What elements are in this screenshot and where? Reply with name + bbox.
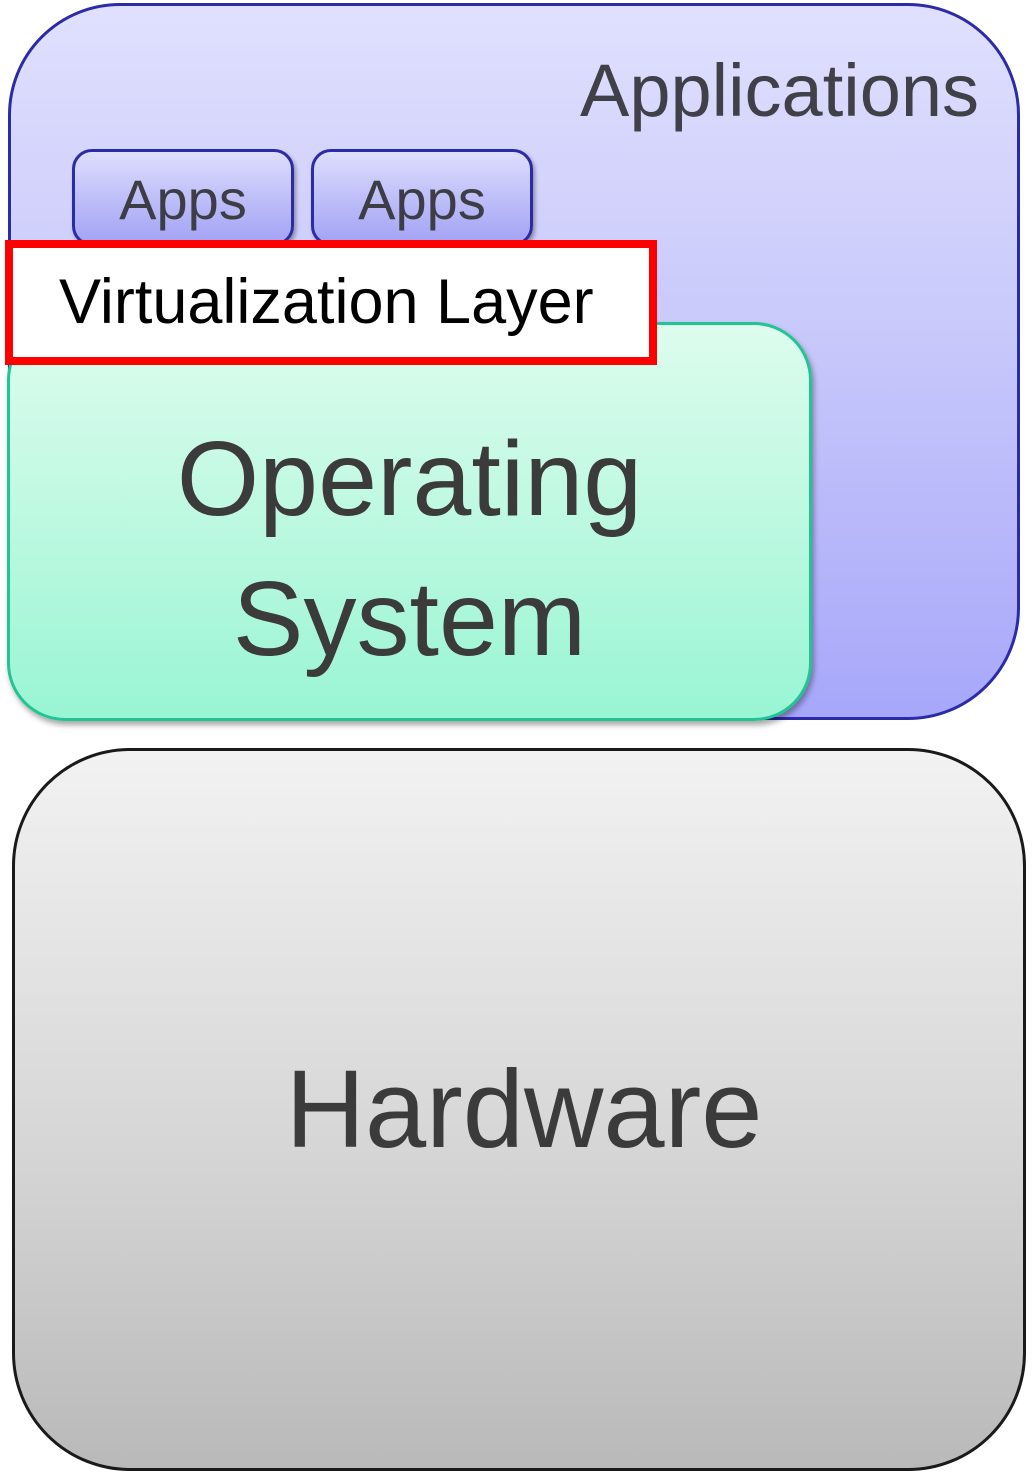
hardware-label: Hardware xyxy=(285,1047,763,1171)
hardware-layer: Hardware xyxy=(12,748,1026,1471)
operating-system-layer: Operating System xyxy=(7,322,812,721)
virtualization-layer-label: Virtualization Layer xyxy=(59,267,594,337)
apps-box-2: Apps xyxy=(311,149,533,246)
virtualization-layer: Virtualization Layer xyxy=(5,240,657,365)
applications-label: Applications xyxy=(579,49,979,132)
apps-label-2: Apps xyxy=(358,167,486,231)
operating-system-label: Operating System xyxy=(10,409,809,689)
operating-system-label-line1: Operating xyxy=(176,420,643,538)
apps-label-1: Apps xyxy=(119,167,247,231)
operating-system-label-line2: System xyxy=(232,560,587,678)
apps-box-1: Apps xyxy=(72,149,294,246)
